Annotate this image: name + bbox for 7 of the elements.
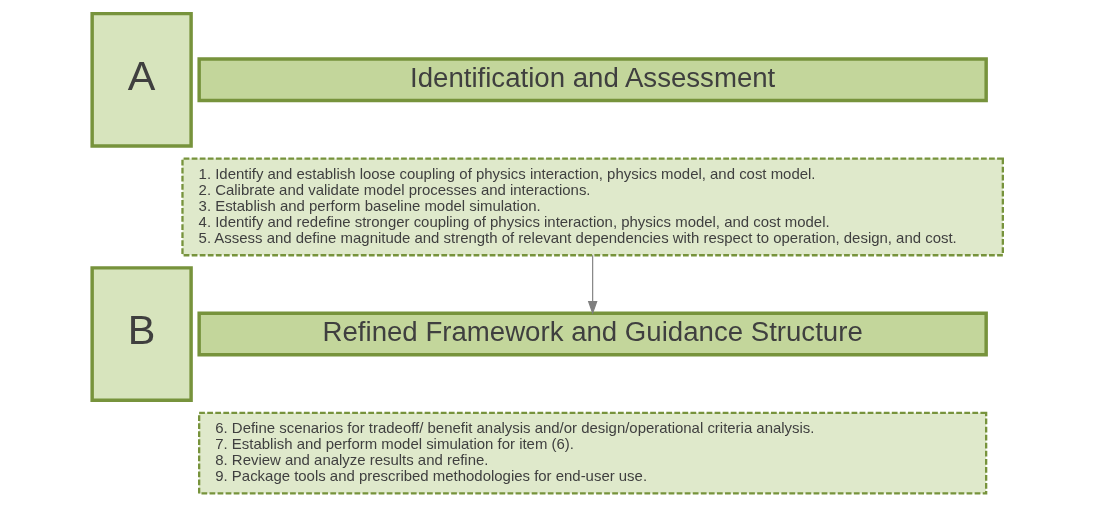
arrow bbox=[587, 254, 597, 315]
node-box: Refined Framework and Guidance Structure bbox=[196, 311, 988, 356]
node-box: 6. Define scenarios for tradeoff/ benefit analysis and/or design/operational criteria analysis. 7. Establish and perform model simulation for item (6). 8. Review and analyze results and refine. 9. Package tools and prescribed methodologies for end-user use. bbox=[197, 411, 987, 495]
node-box: Identification and Assessment bbox=[196, 56, 988, 102]
node-box: 1. Identify and establish loose coupling of physics interaction, physics model, and cost model. 2. Calibrate and validate model processes and interactions. 3. Establish and perform baseline model simulation. 4. Identify and redefine stronger coupling of physics interaction, physics model, and cost model. 5. Assess and define magnitude and strength of relevant dependencies with respect to operation, design, and cost. bbox=[180, 156, 1004, 256]
node-box: B bbox=[89, 265, 193, 402]
node-box: A bbox=[89, 11, 193, 148]
